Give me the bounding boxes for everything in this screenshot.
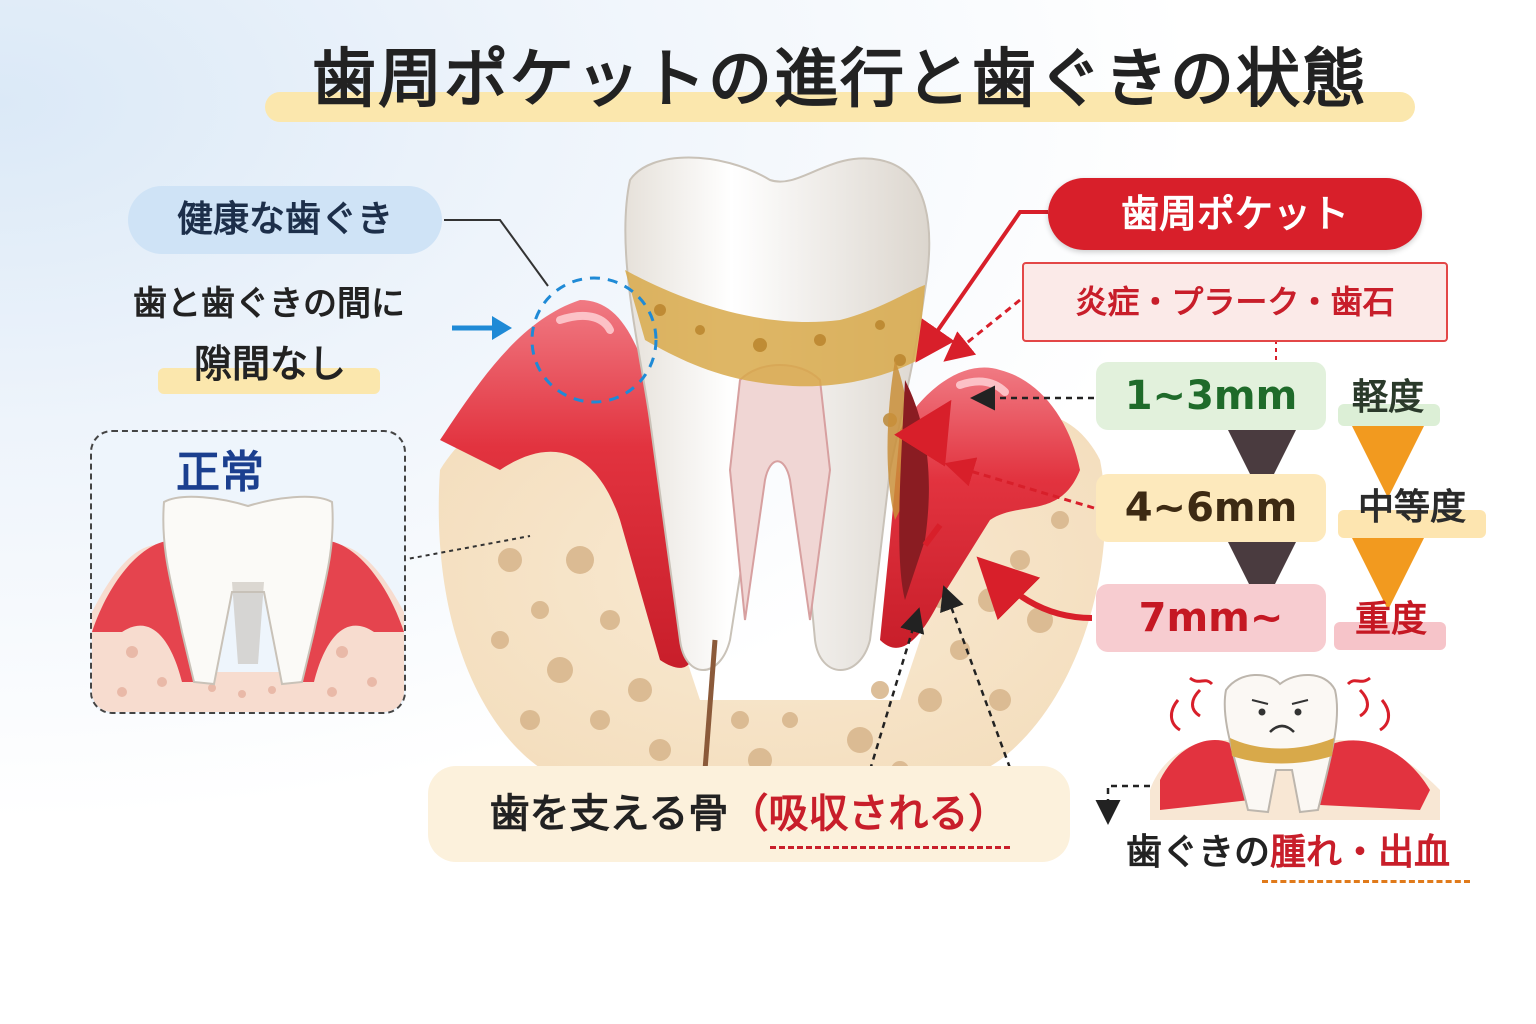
stage-severity-2: 中等度 <box>1357 487 1466 528</box>
title-highlight <box>265 92 1415 122</box>
severity-3-highlight <box>1334 622 1446 650</box>
no-gap-line2: 隙間なし <box>193 342 346 386</box>
normal-inset <box>90 430 406 714</box>
tooth-pulp <box>728 364 832 621</box>
pocket-leader <box>915 210 1048 363</box>
normal-tooth-illustration <box>92 495 404 712</box>
healthy-gum-highlight-circle <box>530 276 658 404</box>
stage-depth-1: 1~3mm <box>1096 362 1326 430</box>
stage-severity-3: 重度 <box>1354 599 1427 640</box>
tartar-band <box>625 270 925 387</box>
gum-swelling-emphasis: 腫れ・出血 <box>1270 832 1451 873</box>
pocket-badge: 歯周ポケット <box>1048 178 1422 250</box>
stage-depth-3: 7mm~ <box>1096 584 1326 652</box>
causes-box: 炎症・プラーク・歯石 <box>1022 262 1448 342</box>
stage-depth-2: 4~6mm <box>1096 474 1326 542</box>
page-title: 歯周ポケットの進行と歯ぐきの状態 <box>312 43 1368 117</box>
no-gap-line1: 歯と歯ぐきの間に <box>133 284 405 324</box>
bone-label-underline <box>770 846 1010 849</box>
bone-label-main: 歯を支える骨 <box>489 791 729 837</box>
no-gap-highlight <box>158 368 380 394</box>
healthy-gum-badge: 健康な歯ぐき <box>128 186 442 254</box>
gum-swelling-main: 歯ぐきの <box>1125 832 1270 873</box>
severity-2-highlight <box>1338 510 1486 538</box>
severity-1-highlight <box>1338 404 1440 426</box>
stage-severity-1: 軽度 <box>1351 377 1424 418</box>
normal-label: 正常 <box>176 447 264 498</box>
sad-tooth-illustration <box>1150 673 1440 820</box>
gum-swelling-label: 歯ぐきの腫れ・出血 <box>1090 824 1486 882</box>
bone-label-absorbed: （吸収される） <box>728 791 1009 837</box>
gum-swelling-underline <box>1262 880 1470 883</box>
